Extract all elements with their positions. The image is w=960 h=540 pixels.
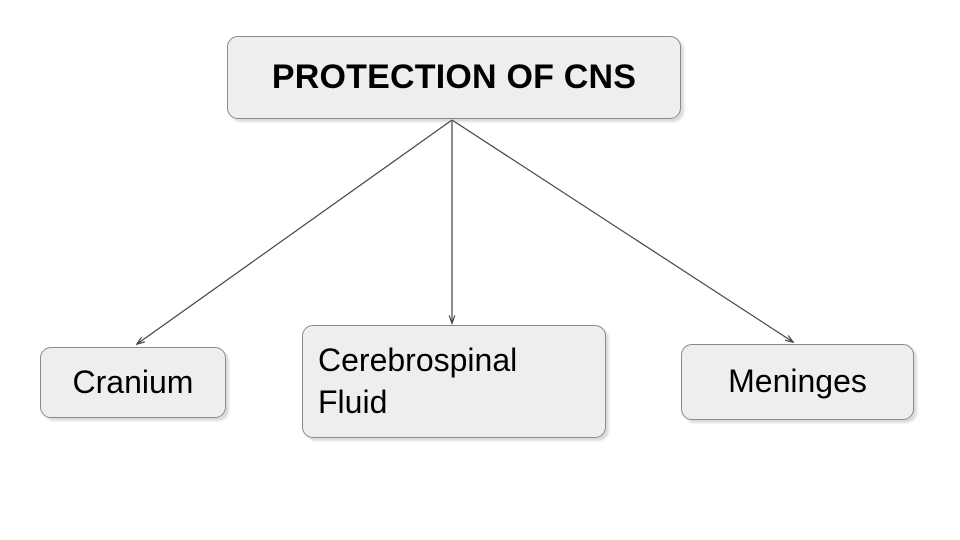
node-protection-of-cns[interactable]: PROTECTION OF CNS: [227, 36, 681, 119]
node-root-label: PROTECTION OF CNS: [271, 57, 637, 96]
node-meninges-label: Meninges: [728, 363, 867, 400]
node-meninges[interactable]: Meninges: [681, 344, 914, 420]
node-cranium-label: Cranium: [72, 363, 194, 400]
node-csf-label-line2: Fluid: [318, 383, 388, 420]
connector-root-to-cranium: [137, 119, 453, 344]
node-cerebrospinal-fluid[interactable]: Cerebrospinal Fluid: [302, 325, 606, 438]
connector-root-to-meninges: [451, 119, 793, 342]
node-csf-label: Cerebrospinal Fluid: [318, 340, 593, 423]
node-cranium[interactable]: Cranium: [40, 347, 226, 418]
node-csf-label-line1: Cerebrospinal: [318, 341, 518, 378]
